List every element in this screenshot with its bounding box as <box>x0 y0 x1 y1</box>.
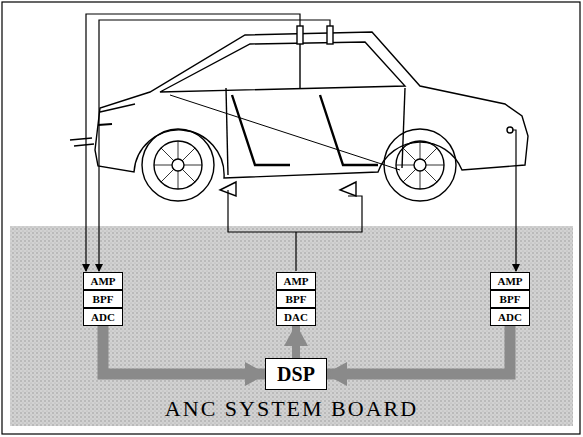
system-board: ANC SYSTEM BOARD AMP BPF ADC AMP BPF DAC AMP BPF… <box>10 226 573 426</box>
block-label: AMP <box>497 275 522 287</box>
processor-box: DSP <box>265 358 327 390</box>
block-label: AMP <box>283 275 308 287</box>
board-title: ANC SYSTEM BOARD <box>10 396 573 422</box>
board-band <box>10 226 573 426</box>
converter-block: ADC <box>83 308 123 326</box>
block-label: DSP <box>277 363 315 386</box>
block-label: BPF <box>286 293 307 305</box>
block-label: BPF <box>93 293 114 305</box>
block-label: ADC <box>91 311 115 323</box>
amp-block: AMP <box>490 272 530 290</box>
car-body <box>70 26 528 201</box>
block-label: ADC <box>498 311 522 323</box>
block-label: DAC <box>284 311 308 323</box>
data-flow-arrow <box>103 326 265 374</box>
converter-block: ADC <box>490 308 530 326</box>
block-label: BPF <box>500 293 521 305</box>
sensor-wires <box>86 14 516 271</box>
data-flow-arrow <box>292 326 300 358</box>
filter-block: BPF <box>490 290 530 308</box>
data-flow-arrow <box>327 326 510 374</box>
converter-block: DAC <box>276 308 316 326</box>
filter-block: BPF <box>276 290 316 308</box>
block-label: AMP <box>90 275 115 287</box>
amp-block: AMP <box>276 272 316 290</box>
filter-block: BPF <box>83 290 123 308</box>
amp-block: AMP <box>83 272 123 290</box>
